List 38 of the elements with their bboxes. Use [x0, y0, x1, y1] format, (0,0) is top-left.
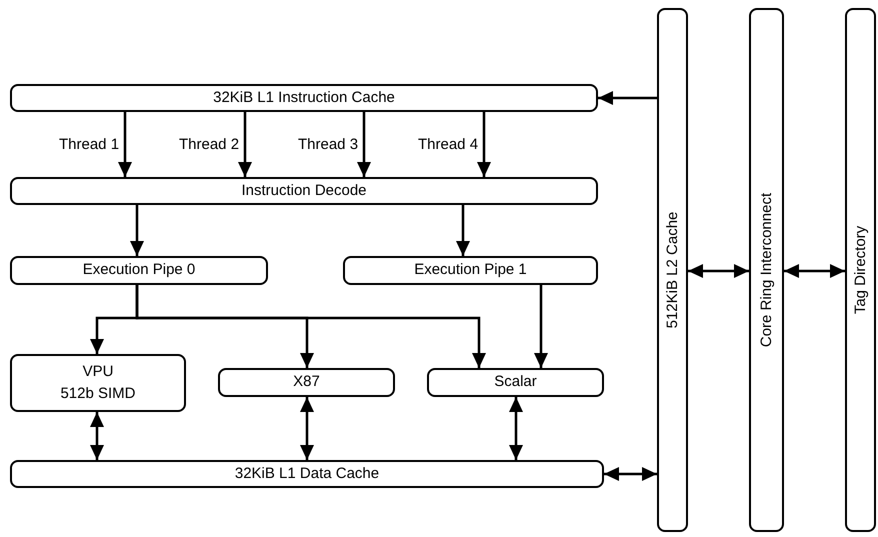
- node-label: Core Ring Interconnect: [756, 192, 776, 348]
- arrow: [598, 91, 657, 105]
- arrow: [90, 412, 104, 460]
- arrow: [688, 264, 749, 278]
- process-box: [343, 256, 598, 285]
- process-box: [10, 177, 598, 205]
- arrow: [130, 205, 144, 256]
- process-box: [10, 84, 598, 112]
- arrow: [136, 285, 486, 368]
- process-box: [427, 368, 604, 397]
- node-label: 32KiB L1 Instruction Cache: [213, 88, 395, 108]
- arrow: [118, 112, 132, 177]
- arrow: [477, 112, 491, 177]
- node-label: Execution Pipe 0: [82, 260, 196, 280]
- vertical-bus-box: [657, 8, 688, 532]
- arrow: [456, 205, 470, 256]
- node-label: Scalar: [494, 372, 537, 392]
- arrow: [300, 397, 314, 460]
- node-label: VPU: [82, 362, 114, 382]
- node-label: 32KiB L1 Data Cache: [234, 464, 380, 484]
- arrow: [784, 264, 845, 278]
- process-box: [10, 256, 268, 285]
- vertical-bus-box: [845, 8, 876, 532]
- vertical-bus-box: [749, 8, 784, 532]
- process-box: [10, 460, 604, 488]
- node-label: X87: [293, 372, 320, 392]
- process-box: [218, 368, 395, 397]
- node-label: Instruction Decode: [241, 180, 367, 201]
- arrow: [534, 285, 548, 368]
- node-label: 512KiB L2 Cache: [662, 212, 682, 328]
- arrow: [604, 467, 657, 481]
- process-box: [10, 354, 186, 412]
- node-label: Tag Directory: [850, 226, 870, 314]
- node-label: Execution Pipe 1: [414, 260, 527, 280]
- arrow: [357, 112, 371, 177]
- arrow: [509, 397, 523, 460]
- node-label: 512b SIMD: [60, 384, 136, 404]
- arrow: [238, 112, 252, 177]
